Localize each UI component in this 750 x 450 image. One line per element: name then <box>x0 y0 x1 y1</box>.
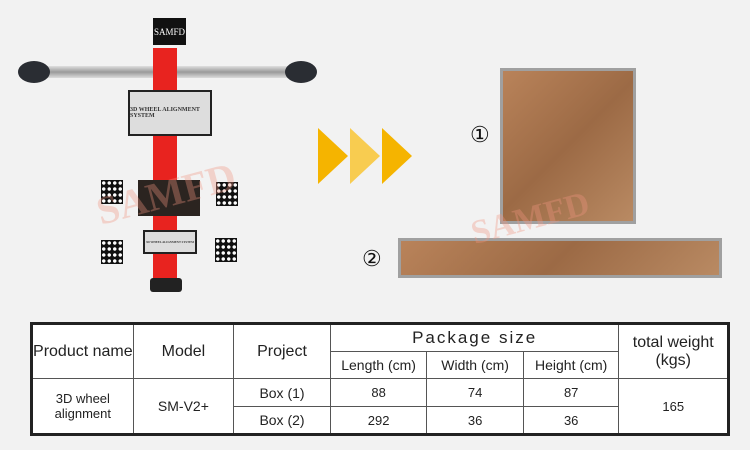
table-row: Box (2) 292 36 36 <box>32 406 729 435</box>
crate-box-1 <box>500 68 636 224</box>
brand-head: SAMFD <box>153 18 186 45</box>
project-cell: Box (1) <box>233 378 331 407</box>
target-plate <box>101 180 123 204</box>
header-height: Height (cm) <box>522 351 620 379</box>
width-cell: 36 <box>426 406 524 435</box>
cabinet <box>138 180 200 216</box>
header-model: Model <box>132 323 235 379</box>
header-product-name: Product name <box>31 323 134 379</box>
box-1-marker: ① <box>470 122 490 147</box>
width-cell: 74 <box>426 378 524 407</box>
package-table: Product name Model Project Package size … <box>30 322 730 436</box>
product-cell: 3D wheel alignment <box>31 378 134 435</box>
model-cell: SM-V2+ <box>132 378 235 435</box>
crate-box-2 <box>398 238 722 278</box>
main-monitor: 3D WHEEL ALIGNMENT SYSTEM <box>128 90 212 136</box>
target-plate <box>216 182 238 206</box>
project-cell: Box (2) <box>233 406 331 435</box>
header-package-size: Package size <box>329 323 620 352</box>
base <box>150 278 182 292</box>
header-total-weight: total weight (kgs) <box>618 323 729 379</box>
box-2-marker: ② <box>362 246 382 271</box>
chevron-icon <box>350 128 380 184</box>
table-row: 3D wheel alignment SM-V2+ Box (1) 88 74 … <box>31 378 729 435</box>
left-camera <box>18 61 50 83</box>
header-length: Length (cm) <box>329 351 428 379</box>
weight-cell: 165 <box>618 378 729 435</box>
chevron-icon <box>382 128 412 184</box>
target-plate <box>101 240 123 264</box>
target-plate <box>215 238 237 262</box>
height-cell: 87 <box>522 378 620 407</box>
header-project: Project <box>233 323 331 379</box>
right-camera <box>285 61 317 83</box>
length-cell: 292 <box>329 406 428 435</box>
lower-monitor: 3D WHEEL ALIGNMENT SYSTEM <box>143 230 197 254</box>
chevron-icon <box>318 128 348 184</box>
length-cell: 88 <box>329 378 428 407</box>
header-width: Width (cm) <box>426 351 524 379</box>
height-cell: 36 <box>522 406 620 435</box>
